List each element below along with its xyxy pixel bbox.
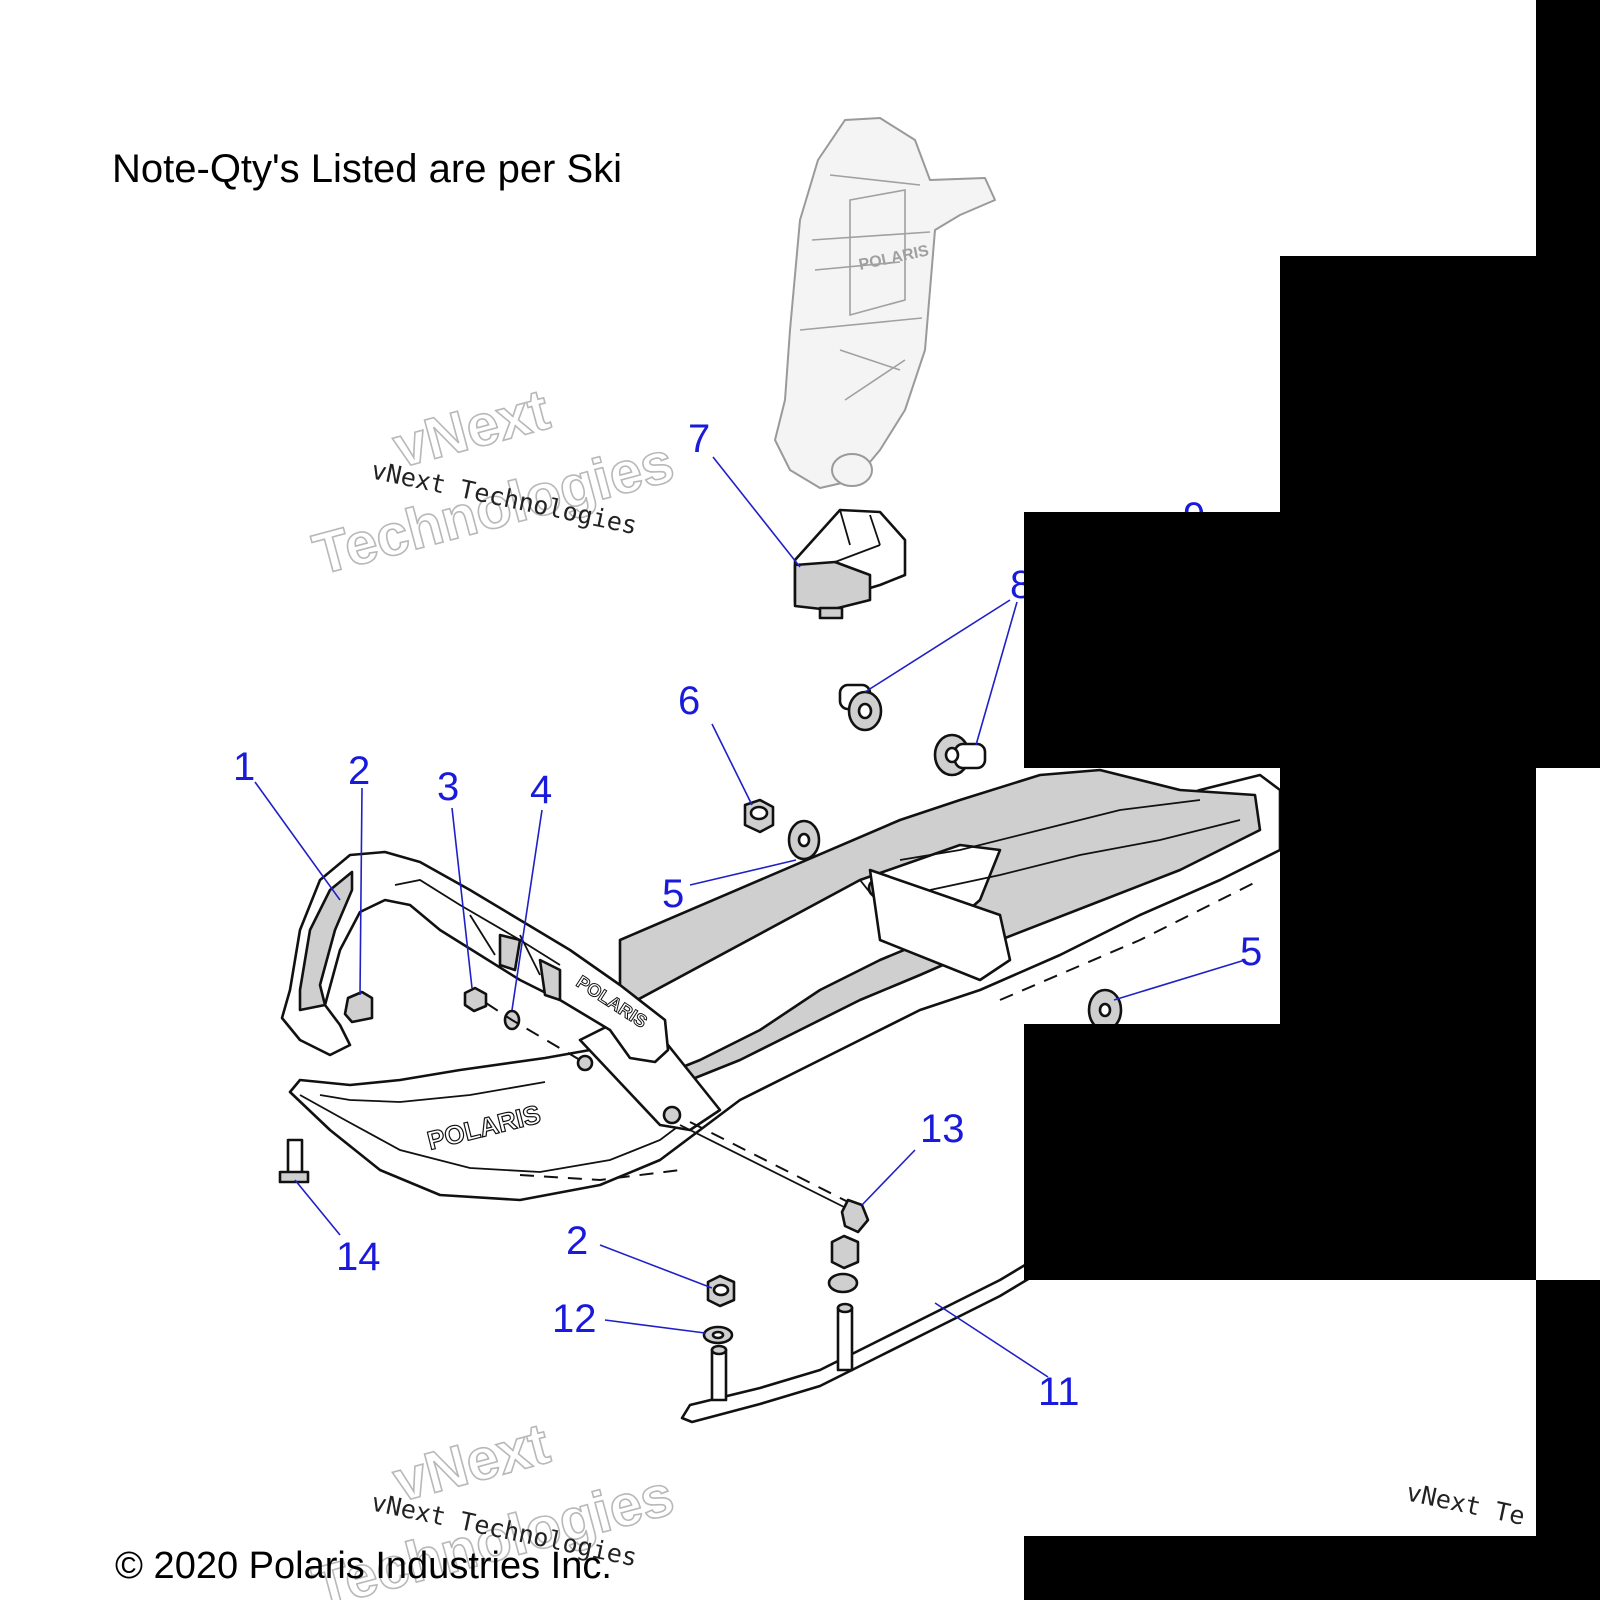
redaction-blocks (1024, 0, 1600, 1600)
part-5-washer-upper (787, 819, 821, 861)
callout-5-right: 5 (1240, 930, 1262, 974)
nut-lower-right (830, 1234, 860, 1270)
watermark-top: vNext Technologies vNext Technologies (306, 376, 681, 588)
callout-13: 13 (920, 1107, 965, 1151)
callout-numbers: 1 2 3 4 6 5 7 8 9 5 13 2 12 11 14 (233, 417, 1262, 1414)
part-13-bolt (679, 1121, 870, 1234)
callout-12: 12 (552, 1297, 597, 1341)
part-1-ski-loop: POLARIS (280, 850, 670, 1064)
callout-14: 14 (336, 1235, 381, 1279)
part-14-bolt (278, 1138, 310, 1184)
callout-4: 4 (530, 768, 552, 812)
part-12-washer (702, 1325, 734, 1345)
callout-2-upper: 2 (348, 749, 370, 793)
leader-lines (254, 456, 1246, 1378)
watermark-serif-right: vNext Te (1404, 1478, 1528, 1531)
callout-6: 6 (678, 679, 700, 723)
part-6-nut (743, 798, 775, 834)
callout-1: 1 (233, 745, 255, 789)
ski-body: POLARIS (288, 768, 1282, 1202)
part-2-insert (343, 990, 374, 1024)
part-11-wear-bar (680, 1260, 1032, 1424)
part-8-bushing-lower (933, 733, 987, 777)
part-7-stop-block (793, 508, 907, 620)
washer-lower-right (827, 1272, 859, 1294)
callout-2-lower: 2 (566, 1219, 588, 1263)
part-8-bushing-upper (838, 683, 883, 732)
spindle-assembly: POLARIS (774, 117, 996, 489)
copyright-text: © 2020 Polaris Industries Inc. (115, 1545, 612, 1587)
callout-11: 11 (1038, 1370, 1080, 1414)
part-2-nut-lower (706, 1274, 736, 1308)
callout-5-left: 5 (662, 872, 684, 916)
part-3-nut (463, 986, 488, 1013)
callout-3: 3 (437, 765, 459, 809)
callout-7: 7 (688, 417, 710, 461)
axis-dash-front (485, 1002, 581, 1061)
note-text: Note-Qty's Listed are per Ski (112, 147, 622, 191)
